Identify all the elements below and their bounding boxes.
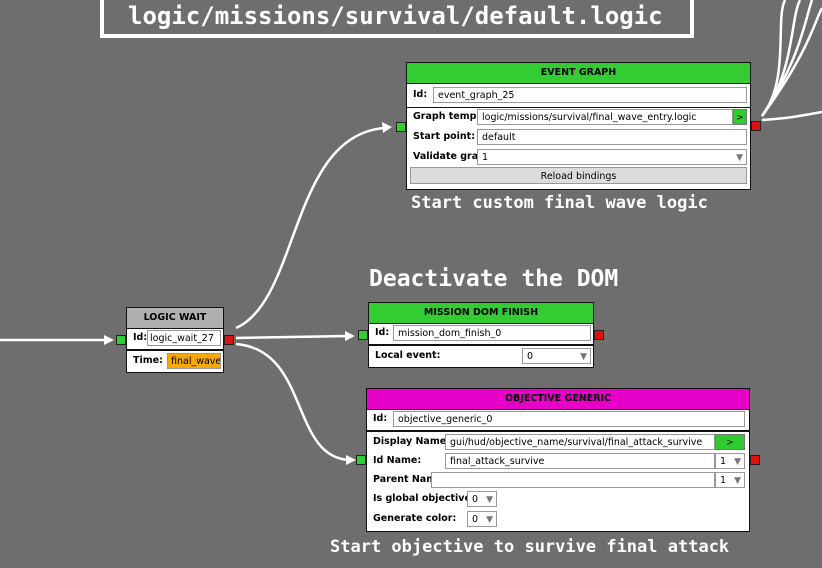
event-graph-node[interactable]: EVENT GRAPH Id: event_graph_25 Graph tem… xyxy=(406,62,751,190)
global-objective-select[interactable]: 0 ▼ xyxy=(467,491,497,507)
objective-id-label: Id: xyxy=(373,413,388,424)
wire-wait-to-event-graph xyxy=(235,126,386,330)
graph-template-label: Graph templa xyxy=(413,111,479,122)
mission-dom-caption: Deactivate the DOM xyxy=(369,266,619,292)
arrow-to-objective xyxy=(346,455,356,465)
parent-name-count-value: 1 xyxy=(720,475,727,486)
logic-wait-out-port[interactable] xyxy=(224,335,234,345)
chevron-down-icon: ▼ xyxy=(580,352,587,362)
event-graph-in-port[interactable] xyxy=(396,122,406,132)
logic-wait-id-field[interactable]: logic_wait_27 xyxy=(147,330,221,346)
event-graph-header: EVENT GRAPH xyxy=(407,63,750,84)
mission-dom-node[interactable]: MISSION DOM FINISH Id: mission_dom_finis… xyxy=(368,302,594,368)
wire-wait-to-objective xyxy=(235,342,351,462)
logic-wait-header: LOGIC WAIT xyxy=(127,308,223,329)
objective-divider xyxy=(367,430,749,432)
objective-in-port[interactable] xyxy=(356,455,366,465)
generate-color-select[interactable]: 0 ▼ xyxy=(467,511,497,527)
mission-dom-out-port[interactable] xyxy=(594,330,604,340)
reload-bindings-button[interactable]: Reload bindings xyxy=(410,167,747,184)
mission-dom-id-field[interactable]: mission_dom_finish_0 xyxy=(393,325,591,341)
event-graph-out-port[interactable] xyxy=(751,121,761,131)
parent-name-count-select[interactable]: 1 ▼ xyxy=(715,472,745,488)
event-graph-divider xyxy=(407,107,750,108)
time-field[interactable]: final_wave xyxy=(167,353,221,369)
page-title: logic/missions/survival/default.logic xyxy=(100,0,694,38)
validate-graph-value: 1 xyxy=(482,152,489,163)
id-name-field[interactable]: final_attack_survive xyxy=(445,453,715,469)
objective-node[interactable]: OBJECTIVE GENERIC Id: objective_generic_… xyxy=(366,388,750,532)
validate-graph-label: Validate grap xyxy=(413,151,479,162)
arrow-to-event-graph xyxy=(382,122,392,133)
mission-dom-in-port[interactable] xyxy=(358,330,368,340)
mission-dom-divider xyxy=(369,344,593,346)
graph-template-go-button[interactable]: > xyxy=(733,109,747,125)
global-objective-value: 0 xyxy=(472,494,479,505)
chevron-down-icon: ▼ xyxy=(734,476,741,486)
global-objective-label: Is global objective: xyxy=(373,493,475,504)
generate-color-label: Generate color: xyxy=(373,513,457,524)
event-graph-id-label: Id: xyxy=(413,89,428,100)
chevron-down-icon: ▼ xyxy=(734,457,741,467)
local-event-select[interactable]: 0 ▼ xyxy=(522,348,591,364)
validate-graph-select[interactable]: 1 ▼ xyxy=(477,149,747,165)
event-graph-caption: Start custom final wave logic xyxy=(411,193,708,213)
display-name-field[interactable]: gui/hud/objective_name/survival/final_at… xyxy=(445,434,715,450)
start-point-label: Start point: xyxy=(413,131,476,142)
mission-dom-id-label: Id: xyxy=(375,327,390,338)
logic-wait-node[interactable]: LOGIC WAIT Id: logic_wait_27 Time: final… xyxy=(126,307,224,373)
time-label: Time: xyxy=(133,355,163,366)
id-name-label: Id Name: xyxy=(373,455,422,466)
objective-caption: Start objective to survive final attack xyxy=(330,537,730,557)
chevron-down-icon: ▼ xyxy=(486,515,493,525)
logic-wait-id-label: Id: xyxy=(133,332,148,343)
wire-wait-to-mission-dom xyxy=(235,334,349,340)
arrow-to-mission-dom xyxy=(345,331,355,341)
local-event-value: 0 xyxy=(527,351,534,362)
objective-header: OBJECTIVE GENERIC xyxy=(367,389,749,410)
arrow-to-wait xyxy=(104,335,114,345)
id-name-count-select[interactable]: 1 ▼ xyxy=(715,453,745,469)
chevron-down-icon: ▼ xyxy=(736,153,743,163)
parent-name-label: Parent Name: xyxy=(373,474,447,485)
start-point-field[interactable]: default xyxy=(477,129,747,145)
objective-out-port[interactable] xyxy=(750,455,760,465)
chevron-down-icon: ▼ xyxy=(486,495,493,505)
generate-color-value: 0 xyxy=(472,514,479,525)
mission-dom-header: MISSION DOM FINISH xyxy=(369,303,593,324)
parent-name-field[interactable] xyxy=(431,472,715,488)
logic-wait-divider xyxy=(127,349,223,351)
display-name-go-button[interactable]: > xyxy=(715,434,745,450)
wire-event-out-4 xyxy=(760,7,822,117)
graph-template-field[interactable]: logic/missions/survival/final_wave_entry… xyxy=(477,109,733,125)
display-name-label: Display Name: xyxy=(373,436,450,447)
objective-id-field[interactable]: objective_generic_0 xyxy=(393,411,745,427)
logic-wait-in-port[interactable] xyxy=(116,335,126,345)
id-name-count-value: 1 xyxy=(720,456,727,467)
local-event-label: Local event: xyxy=(375,350,441,361)
event-graph-id-field[interactable]: event_graph_25 xyxy=(433,87,747,103)
wire-event-out-5 xyxy=(761,110,822,122)
